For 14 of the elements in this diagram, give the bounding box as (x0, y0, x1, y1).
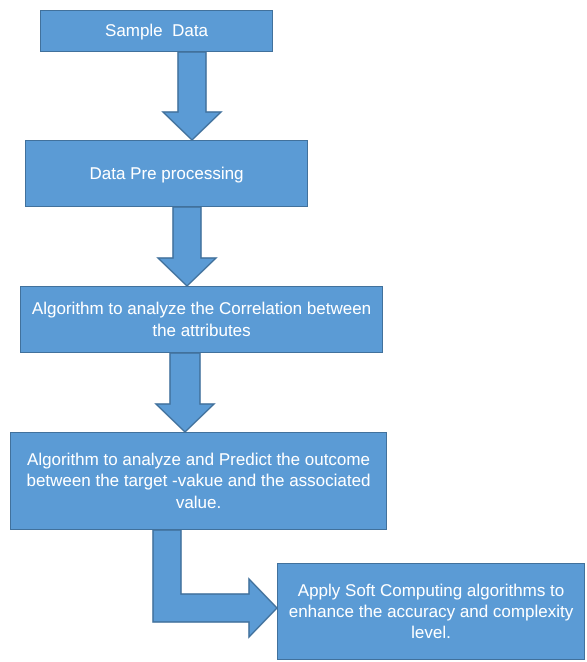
box-text: Data Pre processing (89, 162, 244, 184)
box-text: Algorithm to analyze and Predict the outcome between the target -vakue and the associated value. (25, 449, 372, 513)
process-box (10, 432, 387, 530)
box-text: Sample Data (105, 20, 208, 42)
block-arrow (156, 206, 218, 288)
process-box (20, 286, 383, 353)
box-text: Algorithm to analyze the Correlation between the attributes (30, 298, 372, 341)
block-arrow (154, 352, 216, 434)
process-box (40, 10, 273, 52)
block-arrow (161, 51, 223, 142)
block-arrow (152, 529, 278, 639)
process-box (277, 563, 585, 660)
box-text: Apply Soft Computing algorithms to enhance the accuracy and complexity level. (288, 580, 574, 644)
process-box (25, 140, 308, 207)
